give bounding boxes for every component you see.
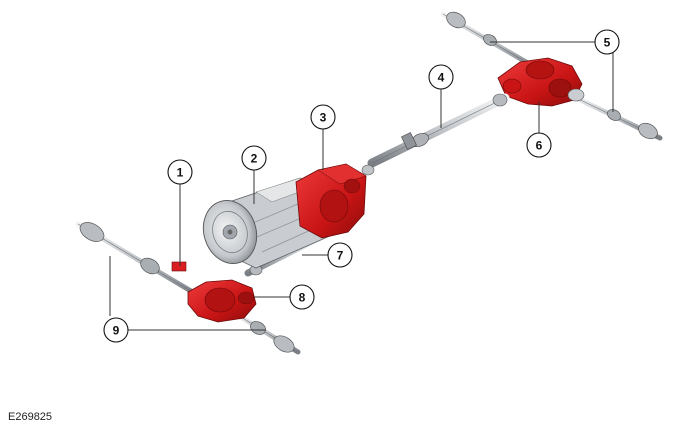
front-axle-halfshafts (75, 221, 301, 355)
svg-text:3: 3 (320, 111, 327, 125)
mounting-bracket (171, 261, 187, 272)
callout-2: 2 (241, 145, 267, 171)
propeller-shaft (367, 93, 510, 168)
figure-id: E269825 (8, 411, 53, 423)
callout-7: 7 (327, 242, 353, 268)
leader-lines (109, 41, 614, 331)
callout-6: 6 (526, 132, 552, 158)
front-differential (187, 279, 257, 323)
callout-3: 3 (310, 104, 336, 130)
svg-text:2: 2 (251, 152, 258, 166)
svg-text:8: 8 (299, 291, 306, 305)
rear-axle-halfshafts (440, 11, 663, 141)
svg-text:5: 5 (604, 36, 611, 50)
svg-text:1: 1 (177, 166, 184, 180)
svg-text:7: 7 (337, 249, 344, 263)
callout-9: 9 (103, 317, 129, 343)
callout-5: 5 (594, 29, 620, 55)
svg-text:6: 6 (536, 139, 543, 153)
svg-text:4: 4 (438, 71, 445, 85)
callout-4: 4 (428, 64, 454, 90)
svg-text:9: 9 (113, 324, 120, 338)
rear-differential (497, 57, 585, 107)
transfer-case (295, 163, 375, 239)
callout-8: 8 (289, 284, 315, 310)
callout-1: 1 (167, 159, 193, 185)
